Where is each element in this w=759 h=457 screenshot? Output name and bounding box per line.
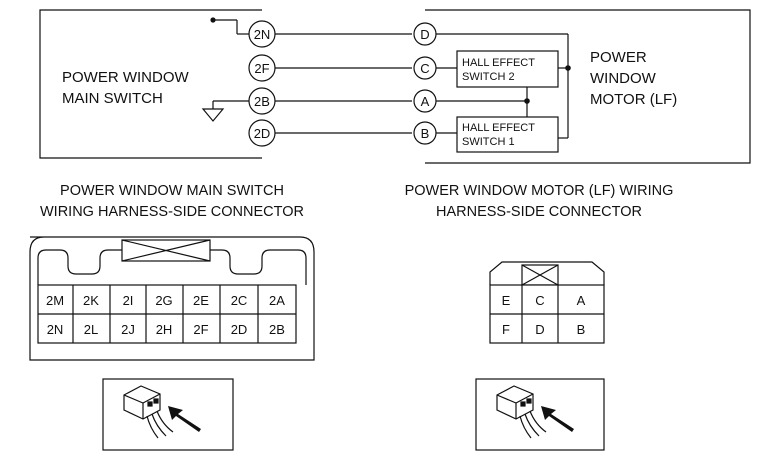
terminal-2b-label: 2B bbox=[254, 94, 270, 109]
motor-junction-dot-center bbox=[524, 98, 530, 104]
pin-cell: 2D bbox=[231, 322, 248, 337]
motor-terminals: D C A B bbox=[413, 22, 437, 145]
terminal-2b bbox=[248, 87, 276, 115]
pin-cell: 2C bbox=[231, 293, 248, 308]
connector-probe-icon bbox=[475, 378, 605, 451]
pin-cell: 2M bbox=[46, 293, 64, 308]
power-junction-dot bbox=[210, 17, 216, 23]
left-caption-line2: WIRING HARNESS-SIDE CONNECTOR bbox=[40, 204, 304, 220]
terminal-2d-label: 2D bbox=[254, 126, 271, 141]
terminal-2d bbox=[248, 119, 276, 147]
pin-cell: 2F bbox=[193, 322, 208, 337]
pin-cell: A bbox=[577, 293, 586, 308]
terminal-2n-label: 2N bbox=[254, 27, 271, 42]
motor-junction-dot-right bbox=[565, 65, 571, 71]
main-connector-row1: 2M 2K 2I 2G 2E 2C 2A bbox=[46, 293, 285, 308]
main-connector-row2: 2N 2L 2J 2H 2F 2D 2B bbox=[47, 322, 285, 337]
motor-connector-row2: F D B bbox=[502, 322, 585, 337]
pin-cell: 2E bbox=[193, 293, 209, 308]
hall-switch-2-line2: SWITCH 2 bbox=[462, 71, 515, 83]
pin-cell: E bbox=[502, 293, 511, 308]
motor-box bbox=[425, 9, 751, 164]
main-switch-internal-wiring bbox=[201, 19, 250, 122]
pin-cell: 2J bbox=[121, 322, 135, 337]
hall-switch-1-line1: HALL EFFECT bbox=[462, 122, 535, 134]
terminal-2f bbox=[248, 54, 276, 82]
main-switch-title-1: POWER WINDOW bbox=[62, 69, 189, 86]
pin-cell: 2G bbox=[155, 293, 172, 308]
terminal-d-label: D bbox=[420, 27, 429, 42]
hall-switch-2-line1: HALL EFFECT bbox=[462, 57, 535, 69]
pin-cell: 2K bbox=[83, 293, 99, 308]
pin-cell: 2A bbox=[269, 293, 285, 308]
harness-wires bbox=[275, 33, 412, 134]
pin-cell: D bbox=[535, 322, 544, 337]
terminal-a-label: A bbox=[421, 94, 430, 109]
pin-cell: F bbox=[502, 322, 510, 337]
motor-connector bbox=[489, 261, 605, 344]
hall-effect-switch-1 bbox=[456, 116, 559, 153]
connector-probe-icon bbox=[102, 378, 234, 451]
main-switch-connector bbox=[29, 236, 315, 361]
main-switch-box bbox=[39, 9, 262, 159]
pin-cell: 2I bbox=[123, 293, 134, 308]
right-caption-line2: HARNESS-SIDE CONNECTOR bbox=[436, 204, 642, 220]
pin-cell: 2N bbox=[47, 322, 64, 337]
main-switch-terminals: 2N 2F 2B 2D bbox=[248, 20, 276, 147]
pin-cell: C bbox=[535, 293, 544, 308]
main-switch-title-2: MAIN SWITCH bbox=[62, 90, 163, 107]
terminal-2f-label: 2F bbox=[254, 61, 269, 76]
motor-title-2: WINDOW bbox=[590, 70, 657, 87]
motor-connector-row1: E C A bbox=[502, 293, 586, 308]
motor-title-3: MOTOR (LF) bbox=[590, 91, 677, 108]
pin-cell: 2B bbox=[269, 322, 285, 337]
hall-effect-switch-2 bbox=[456, 50, 559, 88]
terminal-2n bbox=[248, 20, 276, 48]
left-caption-line1: POWER WINDOW MAIN SWITCH bbox=[60, 183, 284, 199]
right-caption-line1: POWER WINDOW MOTOR (LF) WIRING bbox=[405, 183, 674, 199]
pin-cell: 2H bbox=[156, 322, 173, 337]
pin-cell: 2L bbox=[84, 322, 98, 337]
terminal-b-label: B bbox=[421, 126, 430, 141]
terminal-c-label: C bbox=[420, 61, 429, 76]
pin-cell: B bbox=[577, 322, 586, 337]
motor-title-1: POWER bbox=[590, 49, 647, 66]
hall-switch-1-line2: SWITCH 1 bbox=[462, 136, 515, 148]
